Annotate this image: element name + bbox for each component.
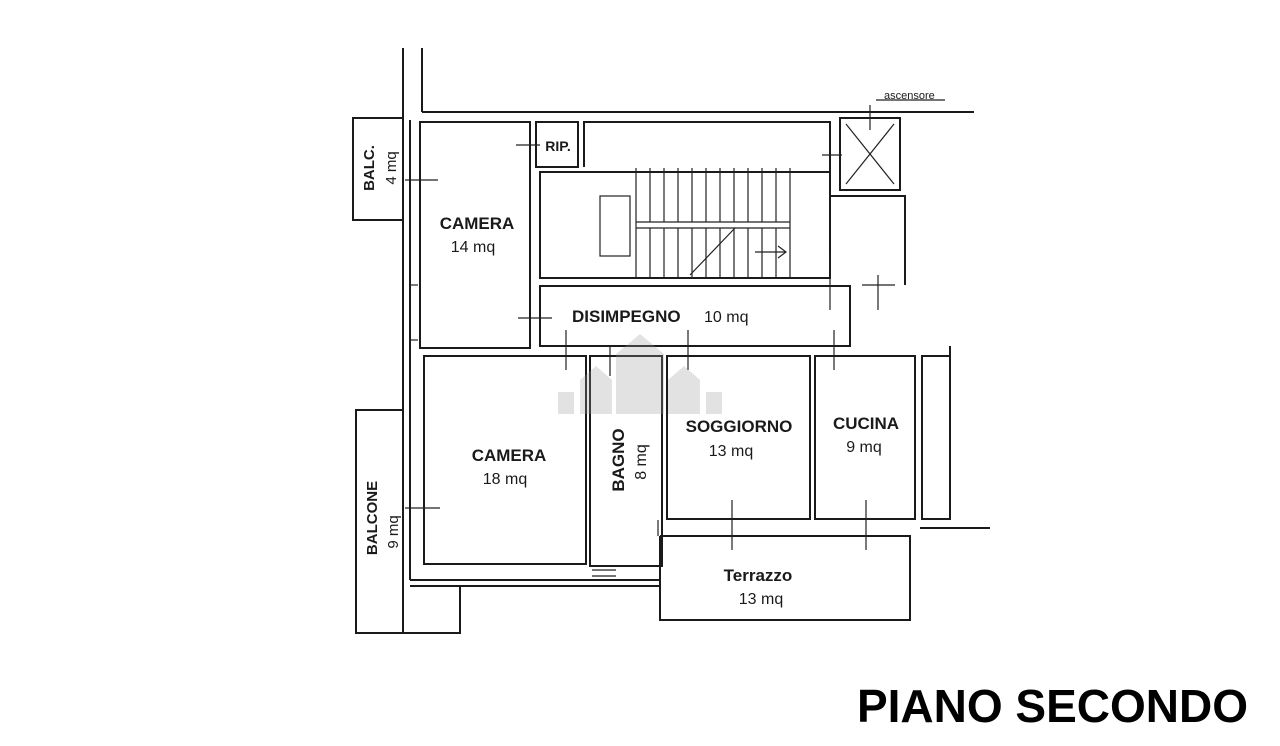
- balcony-large-area: 9 mq: [385, 515, 402, 548]
- watermark-logo: [558, 334, 722, 414]
- room-camera-14: [419, 121, 531, 349]
- balcony-small-name: BALC.: [361, 145, 378, 191]
- balcony-large: [355, 409, 461, 634]
- stair-hall: [583, 121, 906, 285]
- corridor-name: DISIMPEGNO: [572, 307, 681, 326]
- camera-top-area: 14 mq: [451, 239, 495, 256]
- room-terrazzo: [659, 535, 911, 621]
- terrace-area: 13 mq: [739, 591, 783, 608]
- room-cucina: [814, 355, 916, 520]
- door-marks: [405, 144, 895, 577]
- corridor-area: 10 mq: [704, 309, 748, 326]
- terrace-name: Terrazzo: [724, 566, 793, 585]
- stair-well: [539, 171, 831, 279]
- room-disimpegno: [539, 285, 851, 347]
- room-bagno: [589, 355, 663, 567]
- kitchen-area: 9 mq: [846, 439, 882, 456]
- storage-name: RIP.: [545, 138, 570, 154]
- floor-title: PIANO SECONDO: [857, 680, 1248, 732]
- bathroom-name: BAGNO: [609, 428, 628, 491]
- bathroom-area: 8 mq: [633, 444, 650, 480]
- living-area: 13 mq: [709, 443, 753, 460]
- room-camera-18: [423, 355, 587, 565]
- camera-bottom-area: 18 mq: [483, 471, 527, 488]
- camera-bottom-name: CAMERA: [472, 446, 547, 465]
- elevator-icon: [839, 99, 945, 191]
- balcony-large-name: BALCONE: [364, 481, 381, 555]
- camera-top-name: CAMERA: [440, 214, 515, 233]
- room-soggiorno: [666, 355, 811, 520]
- room-extra: [921, 355, 951, 520]
- stairs: [599, 168, 791, 278]
- living-name: SOGGIORNO: [686, 417, 793, 436]
- kitchen-name: CUCINA: [833, 414, 899, 433]
- walls: [402, 48, 990, 587]
- balcony-small: [352, 117, 404, 221]
- balcony-small-area: 4 mq: [383, 151, 400, 184]
- elevator-label: ascensore: [884, 90, 935, 102]
